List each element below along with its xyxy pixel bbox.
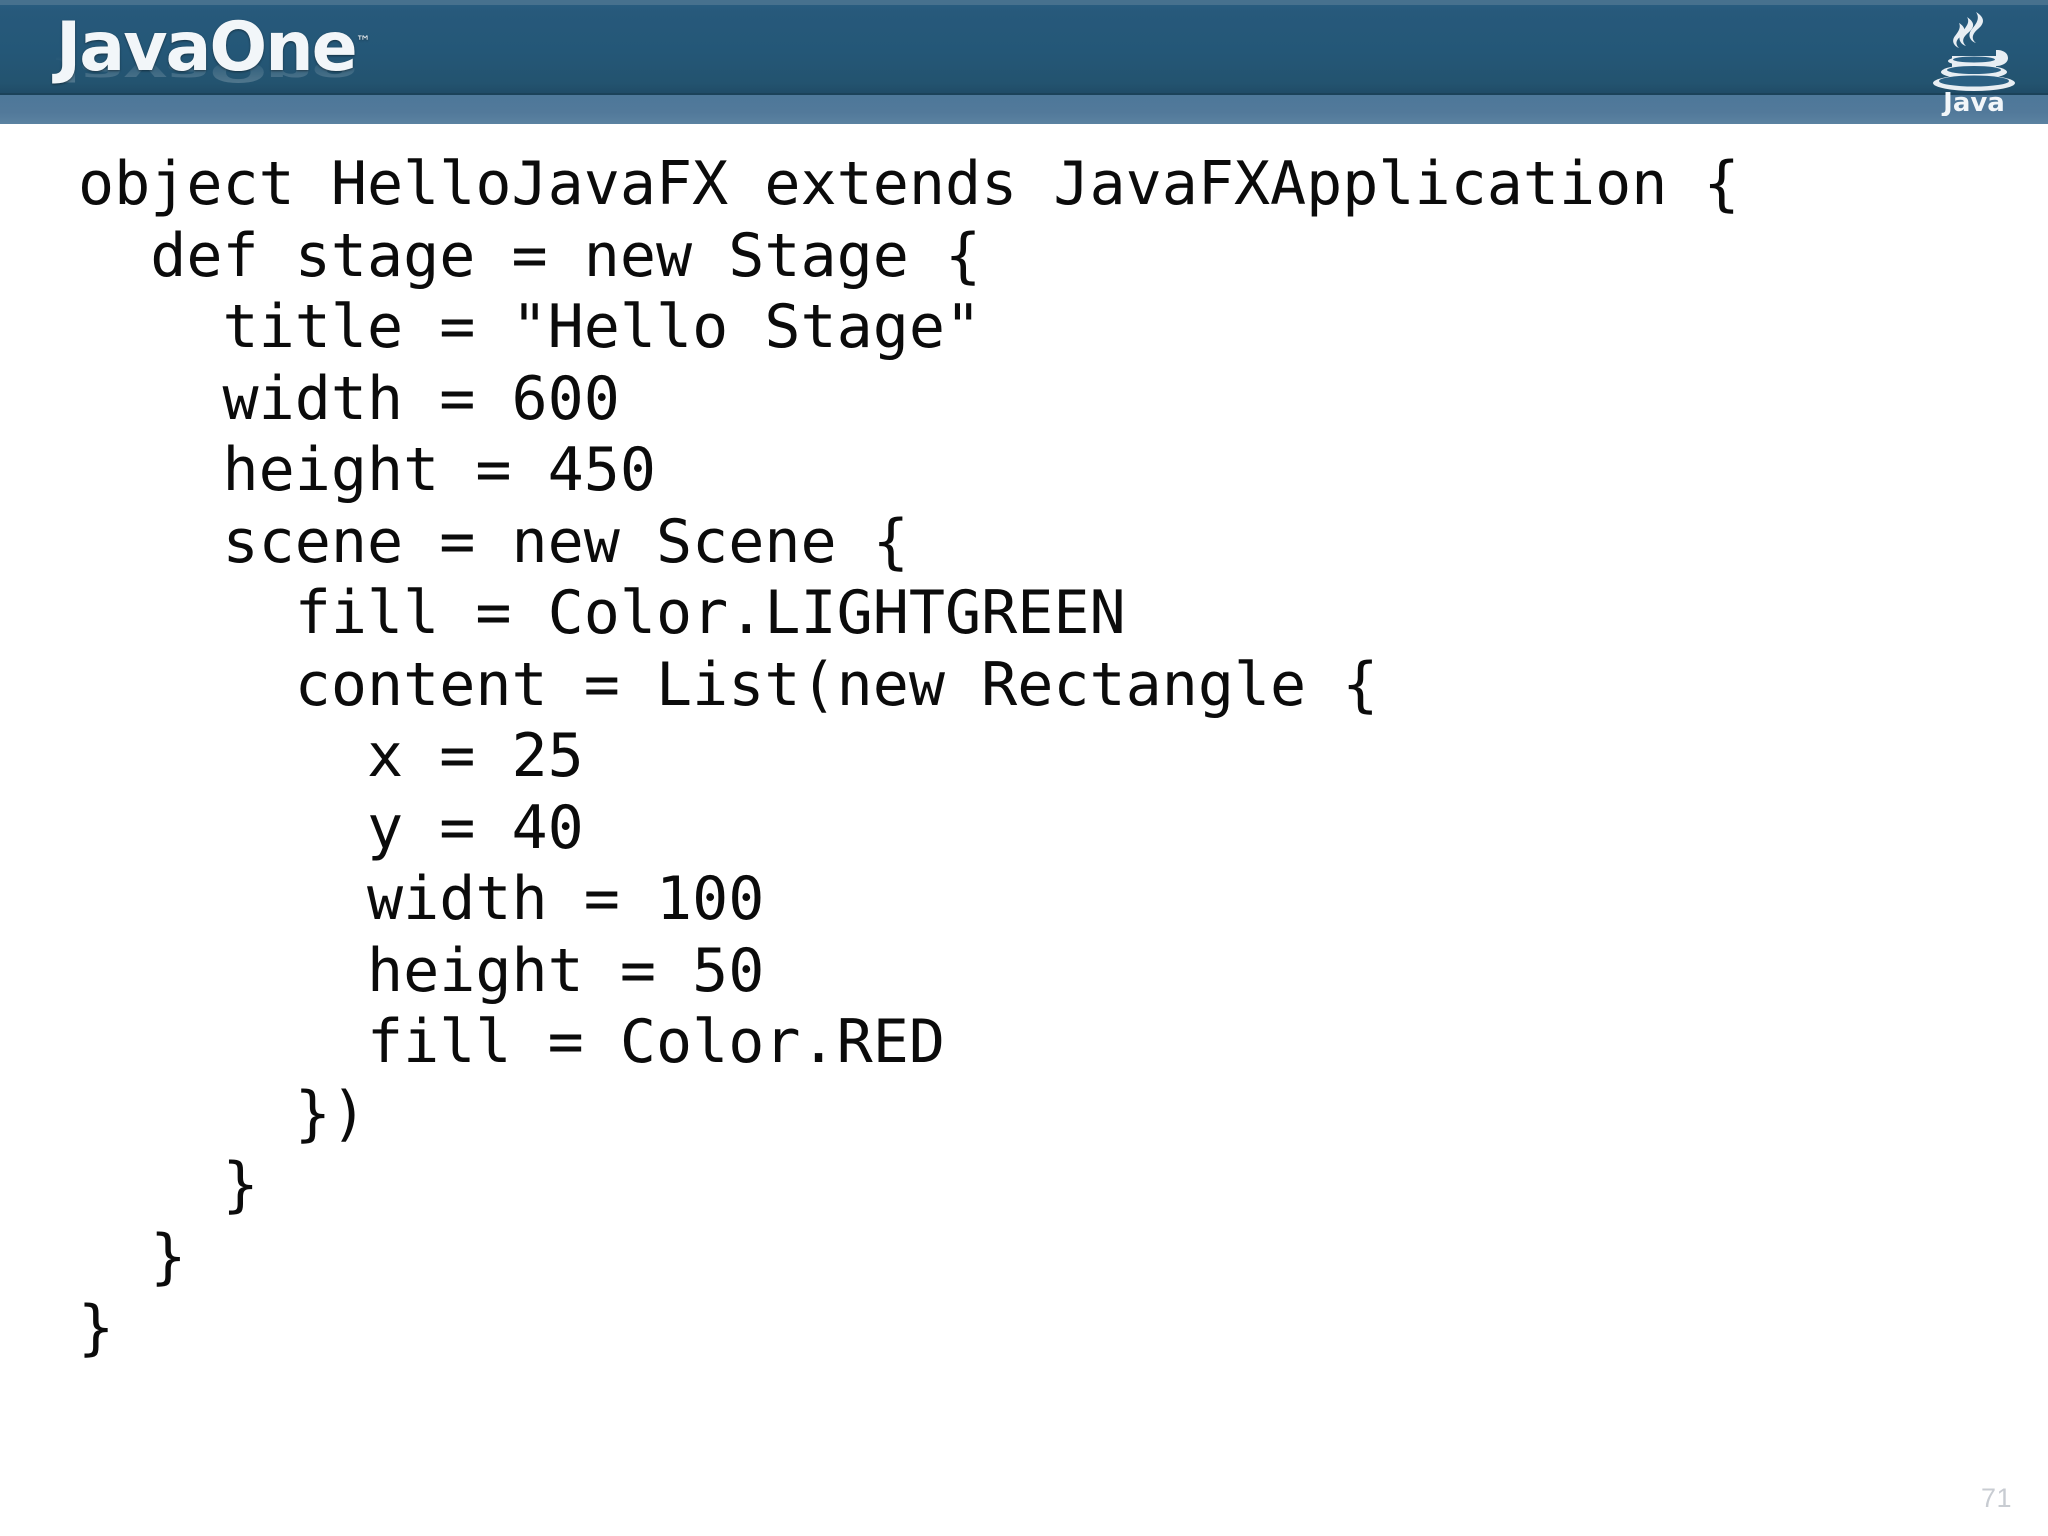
code-block: object HelloJavaFX extends JavaFXApplica… bbox=[78, 149, 1740, 1363]
page-number: 71 bbox=[1980, 1483, 2012, 1513]
java-coffee-cup-logo: Java bbox=[1926, 4, 2022, 116]
javaone-logo: JavaOne JavaOne™ bbox=[56, 8, 386, 120]
header-divider-line bbox=[0, 93, 2048, 95]
javaone-wordmark-text: JavaOne bbox=[56, 8, 358, 87]
slide-body: object HelloJavaFX extends JavaFXApplica… bbox=[0, 124, 2048, 1536]
header-lower-strip bbox=[0, 95, 2048, 124]
java-logo-wordmark: Java bbox=[1941, 88, 2005, 116]
javaone-wordmark: JavaOne™ bbox=[56, 14, 371, 82]
slide-header: JavaOne JavaOne™ bbox=[0, 0, 2048, 124]
header-background-band bbox=[0, 0, 2048, 95]
javaone-trademark-symbol: ™ bbox=[355, 32, 371, 51]
header-top-line bbox=[0, 0, 2048, 5]
